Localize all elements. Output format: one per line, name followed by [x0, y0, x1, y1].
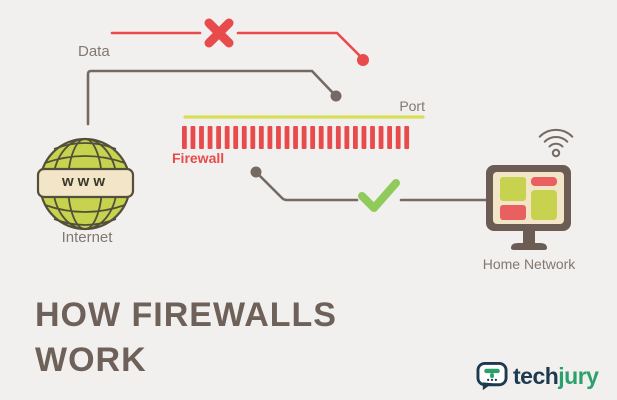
blocked-path: [110, 18, 369, 66]
firewall-bar: [344, 126, 350, 149]
firewall-bar: [250, 126, 256, 149]
firewall-bar: [190, 126, 196, 149]
monitor-base: [511, 243, 547, 250]
firewall-bars: [182, 126, 410, 149]
internet-label: Internet: [61, 229, 113, 246]
techjury-bubble-icon: [476, 361, 508, 391]
logo-text-tech: tech: [513, 363, 559, 389]
techjury-wordmark: techjury: [513, 363, 599, 390]
firewall-bar: [241, 126, 247, 149]
firewall-label: Firewall: [172, 150, 225, 166]
firewall-bar: [276, 126, 281, 149]
inspected-path-top: [86, 69, 342, 126]
firewall-bar: [387, 126, 392, 149]
firewall-bar: [370, 126, 375, 149]
firewall-bar: [301, 126, 307, 149]
home-network-label: Home Network: [482, 256, 576, 272]
port-label: Port: [399, 98, 425, 114]
firewall-bar: [182, 126, 187, 149]
page-title: HOW FIREWALLS WORK: [35, 293, 337, 383]
wifi-icon: [538, 128, 574, 158]
firewall-bar: [310, 126, 316, 149]
screen-tile-green-1: [500, 177, 526, 201]
firewall-bar: [361, 126, 367, 149]
firewall-bar: [318, 126, 324, 149]
www-label: www: [61, 173, 109, 190]
x-cross-icon: [204, 18, 234, 48]
globe-www-icon: [36, 137, 135, 231]
firewall-bar: [207, 126, 213, 149]
inspection-dot-top: [330, 90, 342, 102]
monitor-icon: [486, 165, 571, 250]
logo-text-jury: jury: [558, 363, 599, 389]
screen-tile-red-2: [500, 205, 526, 220]
check-icon: [358, 179, 400, 212]
title-line-2: WORK: [35, 341, 147, 379]
firewall-bar: [378, 126, 384, 149]
firewall-bar: [327, 126, 333, 149]
firewall-bar: [404, 126, 410, 149]
techjury-logo: techjury: [476, 361, 599, 392]
blocked-endpoint-dot: [357, 54, 369, 66]
title-line-1: HOW FIREWALLS: [35, 296, 337, 334]
www-banner: [36, 167, 135, 199]
firewall-bar: [199, 126, 204, 149]
allowed-path: [250, 166, 488, 212]
monitor-stand: [523, 229, 535, 243]
firewall-bar: [233, 126, 239, 149]
screen-tile-green-2: [531, 190, 557, 220]
firewall-bar: [395, 126, 401, 149]
firewall-bar: [284, 126, 290, 149]
firewall-bar: [353, 126, 358, 149]
data-label: Data: [78, 43, 110, 60]
screen-tile-red-1: [531, 177, 557, 186]
firewall-bar: [267, 126, 273, 149]
firewall-bar: [258, 126, 264, 149]
firewall-bar: [293, 126, 298, 149]
firewall-bar: [224, 126, 230, 149]
firewall-bar: [335, 126, 341, 149]
firewall-bar: [216, 126, 221, 149]
